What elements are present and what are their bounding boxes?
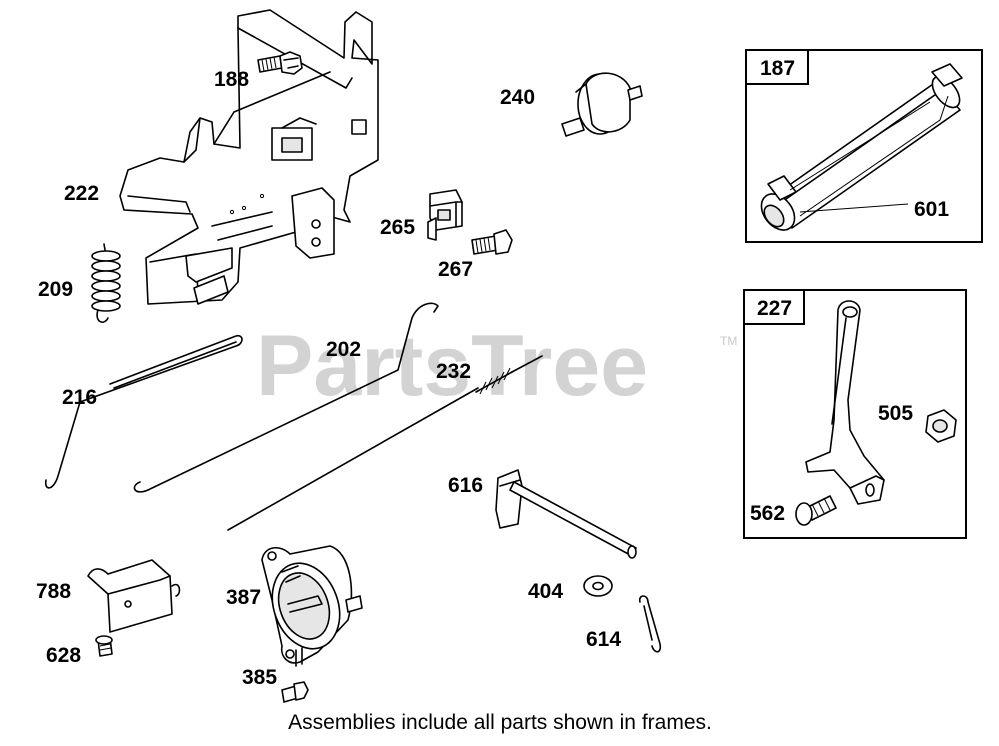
watermark-trademark: TM (720, 334, 737, 348)
part-562-screw[interactable] (795, 495, 837, 526)
callout-232: 232 (436, 360, 471, 383)
callout-387: 387 (226, 586, 261, 609)
callout-614: 614 (586, 628, 621, 651)
callout-240: 240 (500, 86, 535, 109)
part-209-spring[interactable] (91, 243, 121, 323)
frame-227-number-box (743, 289, 805, 325)
part-265-clip[interactable] (427, 189, 463, 241)
part-404-washer[interactable] (583, 575, 613, 597)
callout-209: 209 (38, 278, 73, 301)
part-616-governor-shaft[interactable] (495, 469, 637, 559)
callout-788: 788 (36, 580, 71, 603)
frame-187-border (745, 49, 983, 243)
callout-601: 601 (914, 198, 949, 221)
callout-562: 562 (750, 502, 785, 525)
callout-216: 216 (62, 386, 97, 409)
part-387-fuel-pump[interactable] (261, 545, 363, 667)
part-222-control-bracket[interactable] (119, 9, 379, 305)
callout-188: 188 (214, 68, 249, 91)
part-788-bracket[interactable] (87, 559, 181, 633)
callout-385: 385 (242, 666, 277, 689)
part-601-hose-with-clamps[interactable] (755, 63, 965, 236)
callout-267: 267 (438, 258, 473, 281)
part-614-pin[interactable] (638, 595, 662, 653)
part-628-screw[interactable] (95, 635, 113, 657)
watermark-brand: PartsTree (256, 318, 648, 414)
callout-505: 505 (878, 402, 913, 425)
part-216-rod[interactable] (44, 334, 243, 489)
callout-265: 265 (380, 216, 415, 239)
part-385-screw[interactable] (281, 681, 309, 703)
part-227-governor-lever[interactable] (805, 300, 885, 505)
frame-187-assembly: 187 (745, 49, 983, 243)
frame-187-number-box (745, 49, 809, 85)
frame-227-number: 227 (757, 297, 792, 320)
callout-404: 404 (528, 580, 563, 603)
callout-616: 616 (448, 474, 483, 497)
part-202-rod[interactable] (133, 302, 439, 493)
frame-187-number: 187 (760, 57, 795, 80)
frame-227-border (743, 289, 967, 539)
part-505-nut[interactable] (925, 409, 957, 443)
callout-628: 628 (46, 644, 81, 667)
frame-227-assembly: 227 (743, 289, 967, 539)
part-267-screw[interactable] (471, 229, 513, 255)
part-188-bolt[interactable] (257, 51, 303, 75)
part-240-fuel-filter[interactable] (561, 72, 643, 137)
callout-202: 202 (326, 338, 361, 361)
part-232-cable[interactable] (227, 355, 543, 531)
callout-222: 222 (64, 182, 99, 205)
diagram-caption: Assemblies include all parts shown in fr… (288, 711, 712, 734)
